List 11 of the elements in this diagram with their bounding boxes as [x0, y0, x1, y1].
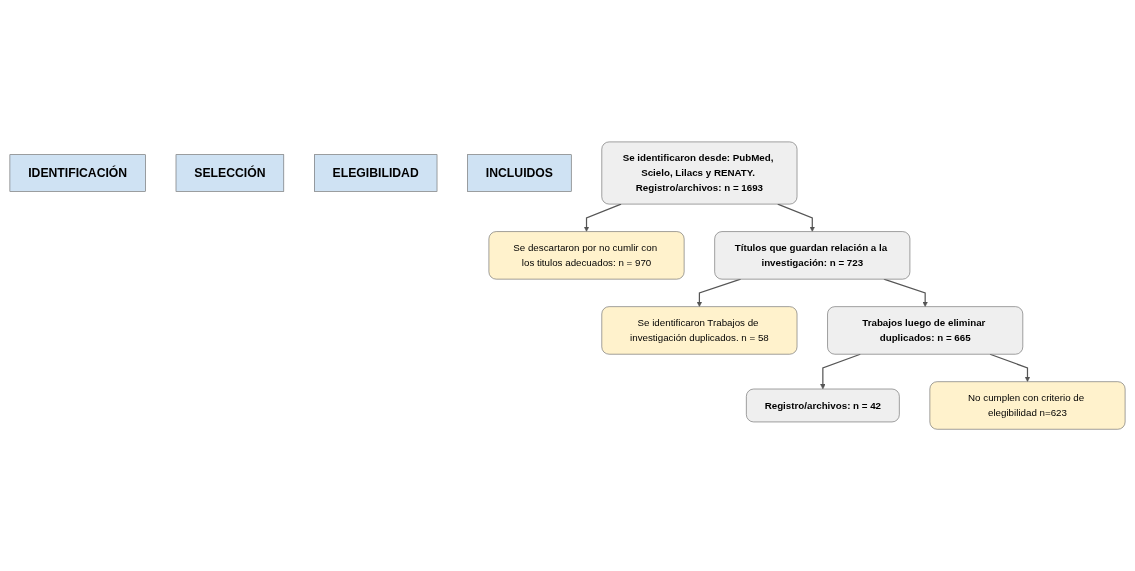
node-box: Registro/archivos: n = 42	[746, 388, 900, 423]
node-box: Se identificaron Trabajos de investigación duplicados. n = 58	[601, 306, 798, 355]
node-box: SELECCIÓN	[175, 154, 285, 192]
node-box: Se descartaron por no cumlir con los titulos adecuados: n = 970	[488, 231, 685, 280]
node-box: No cumplen con criterio de elegibilidad n=623	[929, 381, 1126, 430]
node-box: INCLUIDOS	[467, 154, 572, 192]
node-box: Trabajos luego de eliminar duplicados: n = 665	[827, 306, 1024, 355]
node-box: ELEGIBILIDAD	[314, 154, 438, 192]
node-box: IDENTIFICACIÓN	[9, 154, 146, 192]
node-box: Se identificaron desde: PubMed, Scielo, Lilacs y RENATY. Registro/archivos: n = 1693	[601, 141, 798, 205]
node-box: Títulos que guardan relación a la investigación: n = 723	[714, 231, 911, 280]
